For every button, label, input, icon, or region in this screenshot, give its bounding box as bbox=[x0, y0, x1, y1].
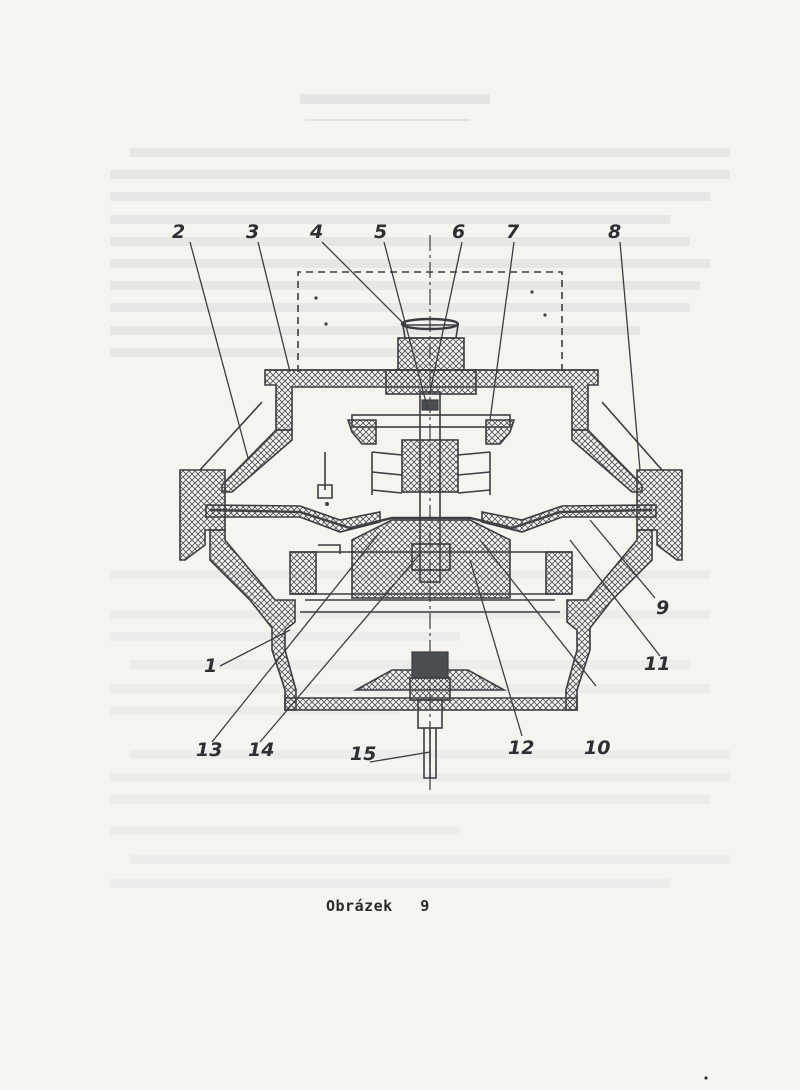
lower-body-left bbox=[209, 529, 297, 711]
callout-10: 10 bbox=[584, 737, 610, 759]
top-knob bbox=[385, 317, 477, 395]
callout-11: 11 bbox=[644, 653, 670, 675]
flange-left bbox=[179, 469, 226, 561]
upper-housing-right bbox=[571, 429, 643, 493]
figure-caption: Obrázek 9 bbox=[326, 897, 430, 915]
dashed-outline-dots bbox=[314, 290, 547, 326]
callout-9: 9 bbox=[656, 597, 669, 619]
callout-13: 13 bbox=[196, 739, 222, 761]
speck-mark bbox=[704, 1076, 708, 1080]
callout-4: 4 bbox=[309, 221, 323, 243]
dashed-outline bbox=[297, 271, 563, 372]
callout-6: 6 bbox=[452, 221, 465, 243]
lower-body-right bbox=[565, 529, 653, 711]
central-hub bbox=[351, 519, 511, 599]
callout-14: 14 bbox=[248, 739, 274, 761]
caption-word: Obrázek bbox=[326, 897, 393, 915]
callout-5: 5 bbox=[374, 221, 387, 243]
callout-7: 7 bbox=[506, 221, 520, 243]
caption-number: 9 bbox=[420, 897, 430, 915]
upper-housing-left bbox=[221, 429, 293, 493]
callout-12: 12 bbox=[508, 737, 534, 759]
top-cover bbox=[264, 369, 599, 431]
callout-15: 15 bbox=[350, 743, 376, 765]
inner-mechanism bbox=[317, 391, 516, 583]
bottom-plate bbox=[284, 697, 578, 711]
leader-lines bbox=[189, 241, 661, 763]
callout-3: 3 bbox=[246, 221, 259, 243]
callout-2: 2 bbox=[172, 221, 185, 243]
bottom-nozzle bbox=[352, 651, 508, 779]
flange-right bbox=[636, 469, 683, 561]
callout-1: 1 bbox=[204, 655, 217, 677]
callout-8: 8 bbox=[608, 221, 621, 243]
lower-seat-ring bbox=[289, 544, 573, 595]
callout-labels: 2 3 4 5 6 7 8 9 11 1 10 12 13 14 15 bbox=[172, 221, 670, 765]
